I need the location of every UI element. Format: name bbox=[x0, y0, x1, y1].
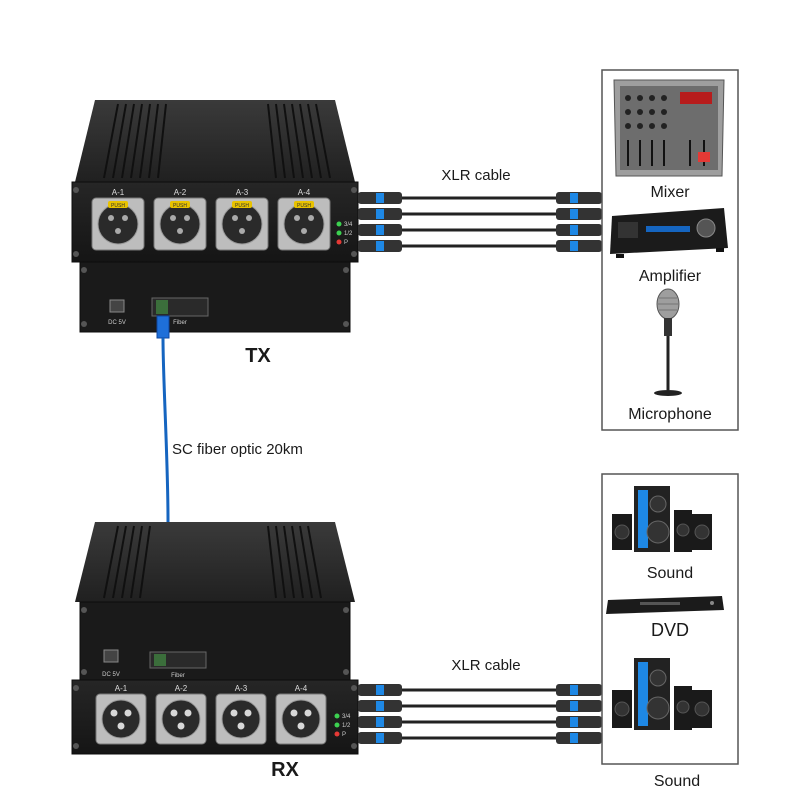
rx-screws bbox=[73, 607, 357, 749]
tx-led-12 bbox=[336, 230, 342, 236]
xlr-plugs-left-top bbox=[358, 192, 402, 252]
tx-led-label: P bbox=[344, 240, 348, 246]
speaker-set-image bbox=[612, 658, 712, 730]
xlr-plugs-right-top bbox=[556, 192, 602, 252]
tx-led-label: 1/2 bbox=[344, 231, 353, 237]
device-label-dvd: DVD bbox=[651, 620, 689, 640]
rx-port-label: A-1 bbox=[115, 684, 128, 693]
tx-rear-panel bbox=[79, 261, 351, 333]
xlr-cable-label-top: XLR cable bbox=[441, 167, 510, 184]
tx-port-label: A-2 bbox=[174, 188, 187, 197]
rx-heatsink bbox=[103, 525, 322, 599]
tx-screws bbox=[73, 187, 357, 327]
rx-dc-label: DC 5V bbox=[102, 672, 120, 678]
tx-push-text: PUSH bbox=[173, 203, 187, 209]
rx-fiber-label: Fiber bbox=[171, 673, 185, 679]
rx-port-label: A-3 bbox=[235, 684, 248, 693]
tx-push-text: PUSH bbox=[111, 203, 125, 209]
tx-heatsink bbox=[103, 103, 331, 179]
tx-label: TX bbox=[245, 345, 271, 367]
mixer-image bbox=[613, 79, 725, 177]
rx-port-label: A-4 bbox=[295, 684, 308, 693]
tx-port-label: A-4 bbox=[298, 188, 311, 197]
device-label-sound-2: Sound bbox=[654, 773, 700, 790]
tx-xlr-jack-3[interactable] bbox=[215, 197, 269, 251]
xlr-cables-bottom bbox=[358, 684, 602, 744]
rx-led-power bbox=[334, 731, 340, 737]
rx-led-label: P bbox=[342, 732, 346, 738]
tx-xlr-jack-4[interactable] bbox=[277, 197, 331, 251]
rx-unit: DC 5V Fiber A-1 A-2 A-3 A-4 bbox=[71, 522, 359, 755]
rx-xlr-jack-3[interactable] bbox=[215, 693, 267, 745]
tx-sc-connector bbox=[156, 315, 170, 339]
tx-push-text: PUSH bbox=[297, 203, 311, 209]
tx-fiber-socket bbox=[156, 300, 168, 314]
tx-led-34 bbox=[336, 221, 342, 227]
rx-led-12 bbox=[334, 722, 340, 728]
tx-dc-jack[interactable] bbox=[109, 299, 125, 313]
tx-led-label: 3/4 bbox=[344, 222, 353, 228]
rx-dc-jack[interactable] bbox=[103, 649, 119, 663]
rx-xlr-jack-1[interactable] bbox=[95, 693, 147, 745]
device-label-mixer: Mixer bbox=[650, 184, 690, 201]
tx-xlr-jack-2[interactable] bbox=[153, 197, 207, 251]
rx-label: RX bbox=[271, 759, 299, 781]
device-label-amplifier: Amplifier bbox=[639, 268, 702, 285]
tx-port-label: A-1 bbox=[112, 188, 125, 197]
microphone-image bbox=[654, 288, 682, 396]
tx-port-label: A-3 bbox=[236, 188, 249, 197]
rx-top-face bbox=[75, 522, 355, 602]
fiber-link-label: SC fiber optic 20km bbox=[172, 441, 303, 458]
xlr-plugs-right-bottom bbox=[556, 684, 602, 744]
rx-led-label: 3/4 bbox=[342, 714, 351, 720]
tx-dc-label: DC 5V bbox=[108, 320, 126, 326]
rx-fiber-socket bbox=[154, 654, 166, 666]
xlr-cables-top bbox=[358, 192, 602, 252]
rx-rear-panel bbox=[79, 601, 351, 681]
rx-led-34 bbox=[334, 713, 340, 719]
device-label-microphone: Microphone bbox=[628, 406, 712, 423]
rx-xlr-jack-4[interactable] bbox=[275, 693, 327, 745]
tx-led-power bbox=[336, 239, 342, 245]
tx-unit: A-1 A-2 A-3 A-4 PUSH PUSH PUSH PUSH 3/4 … bbox=[71, 100, 359, 333]
tx-push-text: PUSH bbox=[235, 203, 249, 209]
tx-top-face bbox=[75, 100, 355, 182]
xlr-cable-label-bottom: XLR cable bbox=[451, 657, 520, 674]
xlr-plugs-left-bottom bbox=[358, 684, 402, 744]
rx-port-label: A-2 bbox=[175, 684, 188, 693]
device-label-sound-1: Sound bbox=[647, 565, 693, 582]
rx-led-label: 1/2 bbox=[342, 723, 351, 729]
amplifier-image bbox=[610, 208, 728, 258]
speaker-set-image bbox=[612, 486, 712, 552]
dvd-player-image bbox=[606, 596, 724, 614]
tx-xlr-jack-1[interactable] bbox=[91, 197, 145, 251]
tx-fiber-label: Fiber bbox=[173, 320, 187, 326]
rx-xlr-jack-2[interactable] bbox=[155, 693, 207, 745]
